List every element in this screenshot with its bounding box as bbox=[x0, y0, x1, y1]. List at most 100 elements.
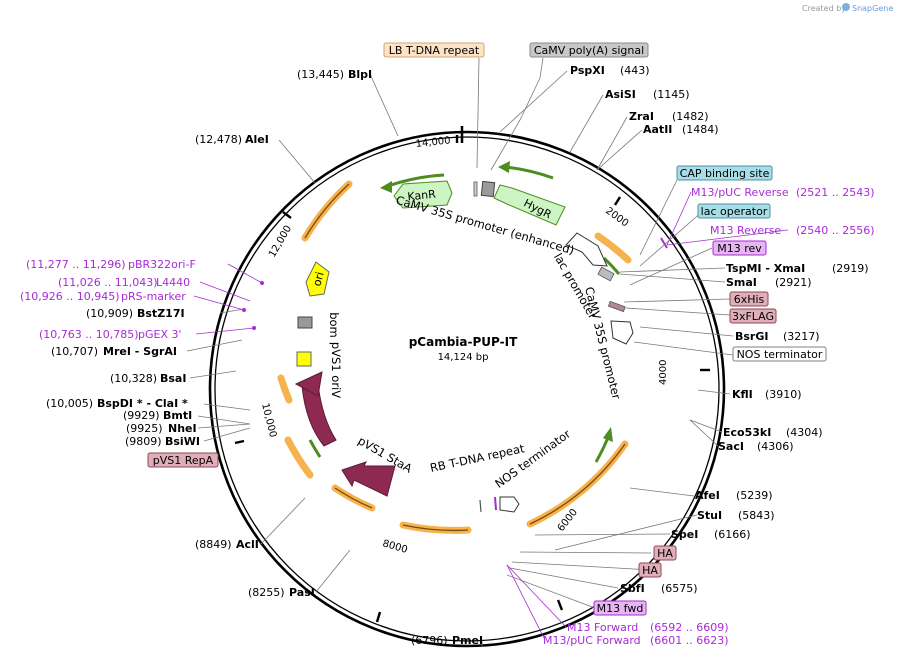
site-pos: (9929) bbox=[123, 409, 160, 422]
primer-label: pGEX 3' bbox=[138, 328, 182, 341]
feature-box-label: HA bbox=[653, 545, 677, 561]
site-pos: (6166) bbox=[714, 528, 751, 541]
lac-operator-feature bbox=[597, 266, 615, 282]
primer-label: L4440 bbox=[156, 276, 190, 289]
feature-box-label: M13 fwd bbox=[593, 600, 647, 616]
site-name: BlpI bbox=[348, 68, 372, 81]
plasmid-name: pCambia-PUP-IT bbox=[409, 335, 518, 349]
feature-box bbox=[638, 562, 662, 578]
feature-box-label: 3xFLAG bbox=[729, 308, 777, 324]
feature-box bbox=[383, 42, 485, 58]
site-pos: (13,445) bbox=[297, 68, 344, 81]
primer-label: M13 Forward bbox=[567, 621, 638, 634]
site-name: BsiWI bbox=[165, 435, 200, 448]
tick-label-8000: 8000 bbox=[381, 538, 408, 556]
site-name: PmeI bbox=[452, 634, 483, 647]
site-name: AclI bbox=[236, 538, 259, 551]
feature-box bbox=[712, 240, 767, 256]
site-name: StuI bbox=[697, 509, 722, 522]
pvs1-staa-feature bbox=[341, 461, 396, 497]
site-name: SacI bbox=[718, 440, 744, 453]
primer-range: (2521 .. 2543) bbox=[796, 186, 875, 199]
site-pos: (9925) bbox=[126, 422, 163, 435]
primer-leader-lines bbox=[193, 191, 789, 641]
site-pos: (9809) bbox=[125, 435, 162, 448]
tick-label-10000: 10,000 bbox=[259, 402, 278, 439]
kanr-feature bbox=[393, 180, 453, 209]
site-pos: (5843) bbox=[738, 509, 775, 522]
site-name: PasI bbox=[289, 586, 315, 599]
snapgene-logo-icon bbox=[842, 3, 850, 11]
flag-his-feature bbox=[607, 300, 626, 313]
site-pos: (12,478) bbox=[195, 133, 242, 146]
kanr-label: KanR bbox=[407, 188, 437, 204]
site-name: BsrGI bbox=[735, 330, 768, 343]
site-pos: (8849) bbox=[195, 538, 232, 551]
feature-box bbox=[147, 452, 219, 468]
camv-enhanced-promoter-arrow bbox=[565, 232, 608, 267]
tick-label-14000: 14,000 bbox=[415, 135, 451, 150]
site-pos: (6796) bbox=[411, 634, 448, 647]
primer-range: (11,277 .. 11,296) bbox=[26, 258, 126, 271]
feature-box bbox=[593, 600, 647, 616]
primer-range: (6592 .. 6609) bbox=[650, 621, 729, 634]
site-pos: (4304) bbox=[786, 426, 823, 439]
feature-box-text: 3xFLAG bbox=[732, 310, 774, 323]
feature-box bbox=[729, 308, 777, 324]
feature-box-text: M13 fwd bbox=[597, 602, 644, 615]
site-pos: (10,909) bbox=[86, 307, 133, 320]
site-pos: (3910) bbox=[765, 388, 802, 401]
feature-box bbox=[732, 346, 827, 362]
primer-range: (10,926 .. 10,945) bbox=[20, 290, 120, 303]
primer-range: (2540 .. 2556) bbox=[796, 224, 875, 237]
feature-box-label: M13 rev bbox=[712, 240, 767, 256]
site-pos: (4306) bbox=[757, 440, 794, 453]
site-pos: (1145) bbox=[653, 88, 690, 101]
feature-box-label: pVS1 RepA bbox=[147, 452, 219, 468]
feature-box-text: CaMV poly(A) signal bbox=[534, 44, 644, 57]
site-name: SmaI bbox=[726, 276, 757, 289]
tick-label-12000: 12,000 bbox=[267, 224, 294, 260]
site-pos: (3217) bbox=[783, 330, 820, 343]
feature-box-label: lac operator bbox=[697, 203, 771, 219]
site-name: BsaI bbox=[160, 372, 186, 385]
feature-box-text: lac operator bbox=[701, 205, 768, 218]
primer-label: M13 Reverse bbox=[710, 224, 781, 237]
feature-box bbox=[676, 165, 773, 181]
site-name: SpeI bbox=[671, 528, 698, 541]
site-pos: (8255) bbox=[248, 586, 285, 599]
pvs1-repa-feature bbox=[301, 383, 337, 447]
feature-box-text: NOS terminator bbox=[737, 348, 823, 361]
lb-repeat-feature bbox=[473, 181, 478, 197]
bom-label: bom bbox=[327, 312, 341, 338]
site-pos: (1484) bbox=[682, 123, 719, 136]
m13-rev-site-feature bbox=[660, 237, 668, 249]
ori-label: ori bbox=[310, 270, 326, 287]
site-name: AsiSI bbox=[605, 88, 636, 101]
feature-box-text: HA bbox=[657, 547, 673, 560]
m13-site-feature bbox=[494, 496, 497, 511]
plasmid-size: 14,124 bp bbox=[438, 352, 489, 363]
feature-box-text: HA bbox=[642, 564, 658, 577]
tick-marks bbox=[234, 135, 710, 623]
site-pos: (6575) bbox=[661, 582, 698, 595]
camv-promoter-arrow bbox=[610, 320, 634, 345]
feature-box-text: CAP binding site bbox=[680, 167, 770, 180]
camv-polya-feature bbox=[480, 180, 496, 198]
pvs1-oriv-feature bbox=[296, 351, 312, 367]
site-name: AatII bbox=[643, 123, 672, 136]
site-pos: (2919) bbox=[832, 262, 869, 275]
rb-repeat-feature bbox=[479, 499, 482, 513]
site-name: MreI - SgrAI bbox=[103, 345, 177, 358]
feature-box-label: 6xHis bbox=[729, 291, 769, 307]
feature-box bbox=[529, 42, 649, 58]
primer-label: M13/pUC Forward bbox=[543, 634, 641, 647]
site-name: TspMI - XmaI bbox=[726, 262, 805, 275]
site-name: ZraI bbox=[629, 110, 654, 123]
pvs1-oriv-label: pVS1 oriV bbox=[329, 342, 343, 398]
primer-label: M13/pUC Reverse bbox=[691, 186, 789, 199]
hygr-feature bbox=[493, 184, 566, 226]
feature-box-label: CAP binding site bbox=[676, 165, 773, 181]
feature-box-text: pVS1 RepA bbox=[153, 454, 214, 467]
